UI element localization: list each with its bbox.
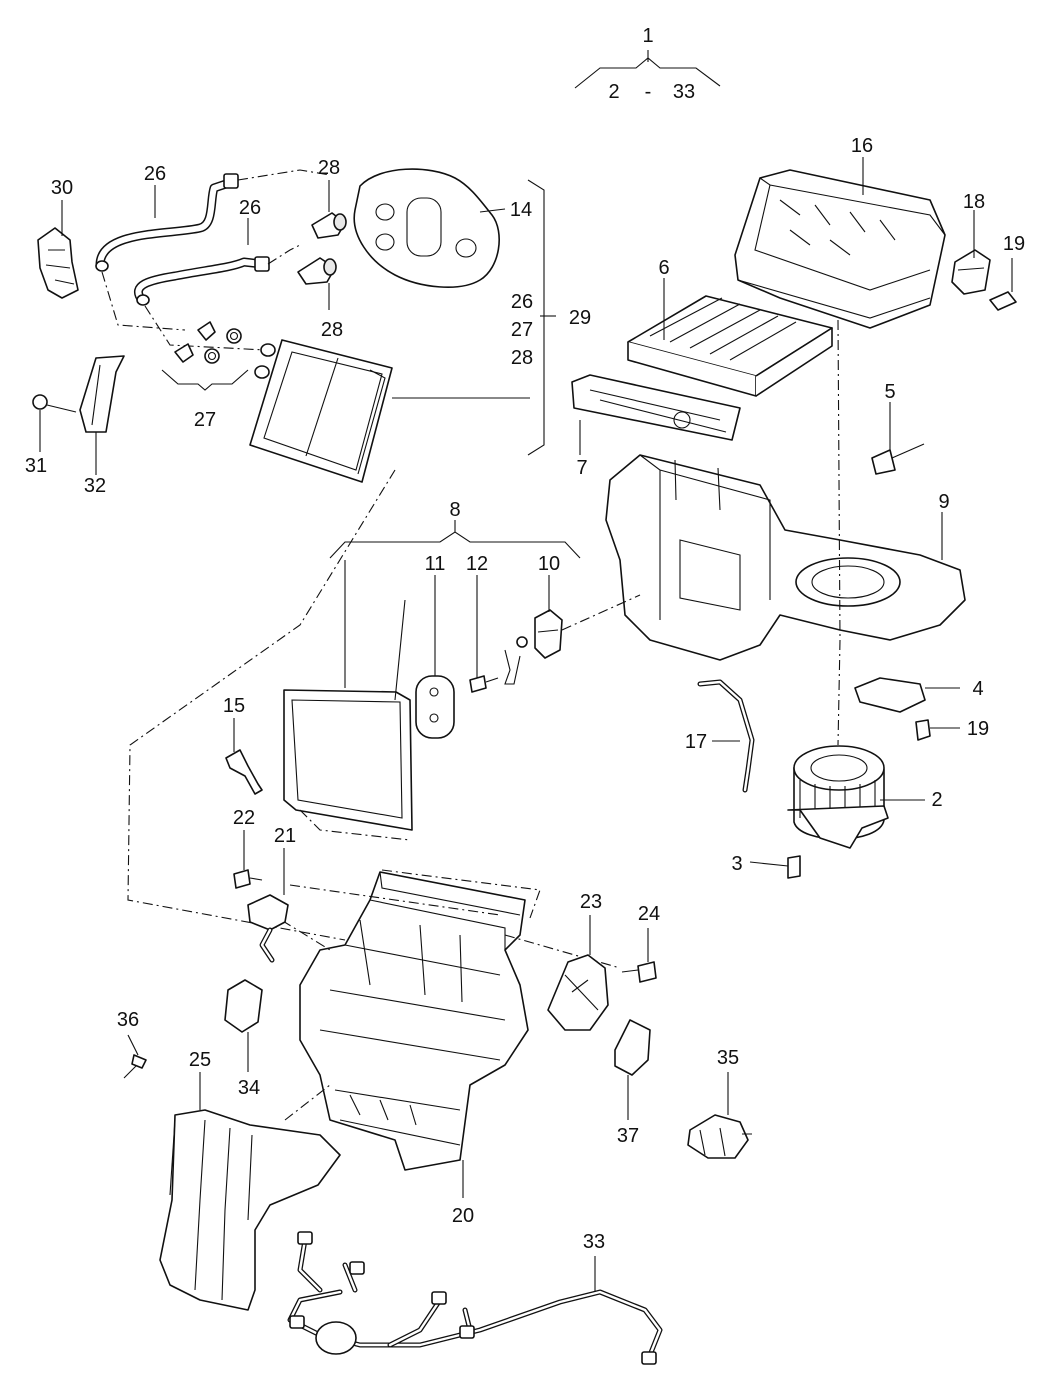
label-range-start: 2 <box>608 81 619 103</box>
temperature-sensor-15 <box>225 749 263 795</box>
screw-12 <box>469 675 499 693</box>
assembly-header <box>574 50 721 89</box>
label-26-b: 26 <box>239 197 261 219</box>
label-29: 29 <box>569 307 591 329</box>
wiring-harness-17 <box>697 679 755 793</box>
servo-actuator <box>951 249 991 295</box>
air-duct <box>159 1109 341 1311</box>
screw-24 <box>621 961 657 983</box>
label-3: 3 <box>731 853 742 875</box>
label-31: 31 <box>25 455 47 477</box>
label-26-c: 26 <box>511 291 533 313</box>
expansion-valve-seal <box>415 675 455 739</box>
label-23: 23 <box>580 891 602 913</box>
label-27-b: 27 <box>194 409 216 431</box>
label-28-b: 28 <box>321 319 343 341</box>
actuator-34 <box>224 979 263 1033</box>
evaporator <box>283 560 413 831</box>
label-19-a: 19 <box>1003 233 1025 255</box>
heater-housing <box>299 871 529 1171</box>
label-16: 16 <box>851 135 873 157</box>
label-8: 8 <box>449 499 460 521</box>
screw-22 <box>233 869 263 889</box>
blower-resistor <box>854 677 926 713</box>
retaining-clip <box>504 636 528 685</box>
blower-motor <box>787 745 889 849</box>
air-outlet-35 <box>687 1114 752 1159</box>
label-7: 7 <box>576 457 587 479</box>
label-28-a: 28 <box>318 157 340 179</box>
hose-bracket <box>37 227 79 299</box>
label-17: 17 <box>685 731 707 753</box>
label-2: 2 <box>931 789 942 811</box>
callout-labels: 1 2 - 33 26 26 28 28 30 14 26 27 28 29 2… <box>25 25 1025 1253</box>
label-5: 5 <box>884 381 895 403</box>
label-25: 25 <box>189 1049 211 1071</box>
heater-hose-upper <box>95 173 239 272</box>
heater-hose-lower <box>134 256 270 306</box>
label-37: 37 <box>617 1125 639 1147</box>
label-30: 30 <box>51 177 73 199</box>
fitting-set <box>161 321 249 391</box>
screw-5 <box>871 443 925 475</box>
label-21: 21 <box>274 825 296 847</box>
label-35: 35 <box>717 1047 739 1069</box>
label-11: 11 <box>425 553 446 575</box>
screw-36 <box>123 1054 147 1079</box>
evaporator-housing <box>605 454 966 661</box>
label-22: 22 <box>233 807 255 829</box>
mounting-screw-31 <box>32 394 77 413</box>
label-range-end: 33 <box>673 81 695 103</box>
heater-core <box>249 339 393 483</box>
gasket-plate <box>353 168 500 288</box>
label-1: 1 <box>642 25 653 47</box>
temperature-sensor-upper <box>311 212 347 239</box>
label-6: 6 <box>658 257 669 279</box>
label-27-a: 27 <box>511 319 533 341</box>
label-range-dash: - <box>645 81 652 103</box>
label-26-a: 26 <box>144 163 166 185</box>
label-33: 33 <box>583 1231 605 1253</box>
label-4: 4 <box>972 678 983 700</box>
screw-19-lower <box>915 719 931 741</box>
label-28-c: 28 <box>511 347 533 369</box>
cabin-air-filter <box>627 295 833 397</box>
label-14: 14 <box>510 199 532 221</box>
actuator-23 <box>547 954 609 1031</box>
expansion-valve <box>534 609 563 659</box>
wiring-harness-33 <box>287 1231 663 1365</box>
mounting-bracket <box>79 355 125 433</box>
temperature-sensor-lower <box>297 257 337 285</box>
air-guide-grille <box>571 374 741 441</box>
label-34: 34 <box>238 1077 260 1099</box>
label-19-b: 19 <box>967 718 989 740</box>
label-9: 9 <box>938 491 949 513</box>
actuator-37 <box>614 1019 651 1076</box>
label-15: 15 <box>223 695 245 717</box>
label-20: 20 <box>452 1205 474 1227</box>
actuator-21 <box>247 894 289 963</box>
label-10: 10 <box>538 553 560 575</box>
label-24: 24 <box>638 903 660 925</box>
air-inlet-housing <box>734 169 946 329</box>
screw-3 <box>787 855 801 879</box>
label-18: 18 <box>963 191 985 213</box>
label-12: 12 <box>466 553 488 575</box>
label-32: 32 <box>84 475 106 497</box>
screw-19-upper <box>989 291 1017 311</box>
label-36: 36 <box>117 1009 139 1031</box>
leader-lines <box>39 157 1013 1292</box>
